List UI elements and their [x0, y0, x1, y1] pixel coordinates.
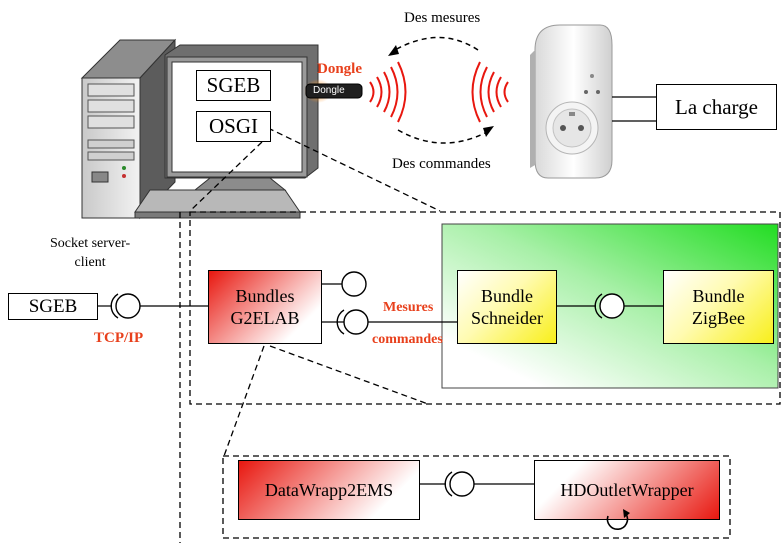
zoom-line-g2elab-right — [269, 345, 429, 405]
osgi-monitor-box: OSGI — [196, 111, 271, 142]
zoom-line-left — [189, 141, 263, 212]
load-box: La charge — [656, 84, 777, 130]
commands-arrow — [397, 129, 488, 144]
self-loop-arrow-icon — [606, 509, 630, 530]
commands-label: Des commandes — [392, 156, 491, 172]
bundle-schneider-box: Bundle Schneider — [457, 270, 557, 344]
socket-circle-zigbee — [599, 293, 625, 319]
socket-circle-sgeb — [115, 293, 141, 319]
measures-arrowhead — [388, 45, 399, 56]
dongle-device-label: Dongle — [313, 85, 345, 96]
hdoutlet-box: HDOutletWrapper — [534, 460, 720, 520]
commands-arrowhead — [483, 126, 494, 137]
sgeb-monitor-box: SGEB — [196, 70, 271, 101]
osgi-container — [189, 211, 781, 405]
socket-circle-hdoutlet — [449, 471, 475, 497]
required-interface-circle — [343, 309, 369, 335]
keyboard-icon — [134, 189, 301, 219]
radio-waves-plug-icon — [471, 61, 509, 123]
g2elab-container — [222, 455, 731, 539]
measures-arrow — [394, 36, 479, 51]
bundles-g2elab-box: Bundles G2ELAB — [208, 270, 322, 344]
dongle-label: Dongle — [317, 61, 362, 77]
dongle-icon — [305, 83, 363, 99]
socket-arc-zigbee — [594, 293, 603, 319]
smart-plug-icon — [530, 24, 613, 179]
mesures-label: Mesures — [383, 300, 434, 315]
measures-label: Des mesures — [404, 10, 481, 26]
pc-tower-icon — [80, 38, 177, 220]
zoom-line-g2elab-left — [223, 345, 265, 457]
commandes-label: commandes — [372, 332, 443, 347]
socket-label: Socket server- client — [50, 236, 131, 270]
radio-waves-dongle-icon — [369, 61, 407, 123]
socket-arc-sgeb — [110, 293, 119, 319]
provided-interface-circle — [341, 271, 367, 297]
zoom-line-right — [267, 127, 441, 212]
datawrapp-box: DataWrapp2EMS — [238, 460, 420, 520]
socket-arc-hdoutlet — [444, 471, 453, 497]
tcpip-label: TCP/IP — [94, 330, 144, 346]
sgeb-box: SGEB — [8, 293, 98, 320]
bundle-zigbee-box: Bundle ZigBee — [663, 270, 774, 344]
